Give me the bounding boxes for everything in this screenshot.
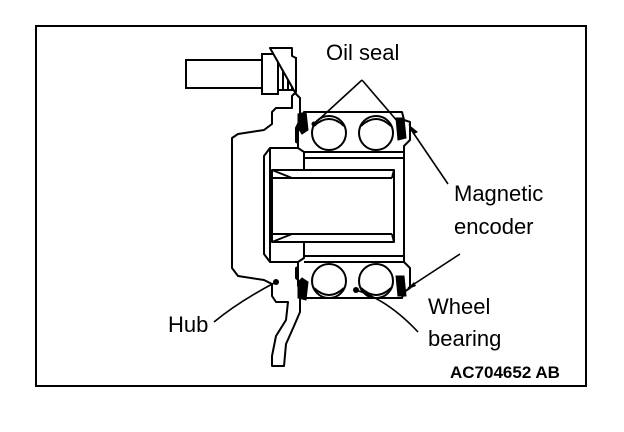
bearing-leader-dot <box>353 287 359 293</box>
outer-race <box>271 111 411 299</box>
hub-leader-dot <box>273 279 279 285</box>
magnetic-encoder <box>395 117 407 297</box>
oil-seal-lower-left <box>297 277 309 301</box>
oil-seal-leader-left <box>313 79 363 125</box>
encoder-upper <box>395 117 407 141</box>
encoder-lower <box>395 275 407 297</box>
leader-markers <box>273 121 418 293</box>
bearing-ball-lower-left <box>311 263 347 299</box>
hub-label: Hub <box>168 312 208 337</box>
bearing-balls <box>311 115 394 299</box>
bearing-ball-upper-right <box>358 115 394 151</box>
oil-seal-label: Oil seal <box>326 40 399 65</box>
figure-frame <box>35 25 587 387</box>
encoder-leader-upper <box>409 127 449 185</box>
encoder-leader-lower <box>407 253 461 289</box>
magnetic-label: Magnetic <box>454 181 543 206</box>
encoder-label: encoder <box>454 214 534 239</box>
oil-seal-upper-left <box>297 111 309 135</box>
bearing-label: bearing <box>428 326 501 351</box>
leader-lines <box>213 79 461 333</box>
hub-leader <box>213 281 277 323</box>
oil-seal-leader-dot <box>311 121 317 127</box>
oil-seal-leader-right <box>361 79 399 123</box>
encoder-upper-arrowhead <box>408 124 418 134</box>
encoder-lower-arrowhead <box>406 282 416 290</box>
oil-seals <box>297 111 309 301</box>
wheel-label: Wheel <box>428 294 490 319</box>
figure-code: AC704652 AB <box>450 363 560 382</box>
bearing-leader <box>355 289 419 333</box>
bearing-ball-upper-left <box>311 115 347 151</box>
